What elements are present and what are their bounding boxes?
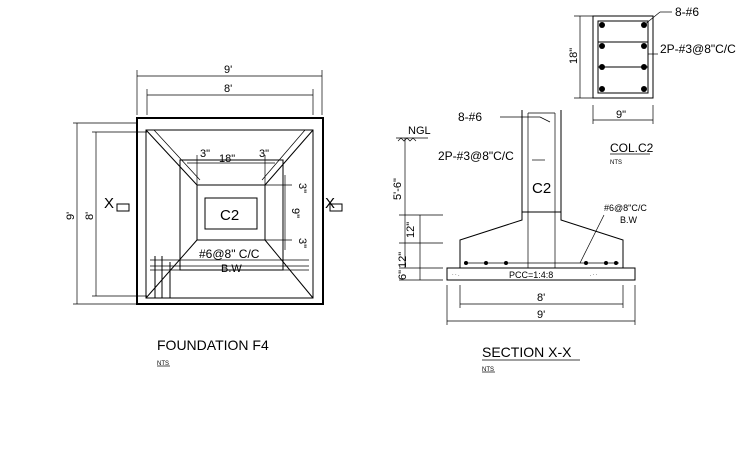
plan-dim-outer: 9' (224, 64, 232, 76)
section-pcc-label: PCC=1:4:8 (509, 270, 553, 280)
plan-dim-3a: 3" (200, 148, 210, 160)
plan-nts: NTS (157, 361, 169, 367)
column-detail: 8-#6 2P-#3@8"C/C 18" 9" COL.C2 NTS (568, 5, 736, 166)
pedestal-top (196, 184, 266, 241)
section-arrow-right (329, 203, 343, 212)
col-bars-label: 8-#6 (675, 5, 699, 19)
footing-outline (136, 117, 324, 305)
section-d12b: 12" (397, 252, 409, 268)
section-d12a: 12" (405, 222, 417, 238)
plan-title: FOUNDATION F4 (157, 337, 269, 353)
section-bars-label: 8-#6 (458, 110, 482, 124)
section-mark-left: X (104, 195, 114, 212)
column-c2 (204, 197, 258, 230)
section-d6: 6" (397, 270, 409, 280)
plan-column-label: C2 (220, 207, 239, 224)
section-bw-label: B.W (620, 215, 638, 225)
section-dim-outer: 9' (537, 309, 545, 321)
footing-step (145, 129, 314, 299)
section-column-label: C2 (532, 180, 551, 197)
section-title: SECTION X-X (482, 344, 572, 360)
plan-rebar-label: #6@8" C/C (199, 247, 260, 261)
plan-dim-3b: 3" (259, 148, 269, 160)
svg-text:. · ·: . · · (590, 272, 598, 278)
section-arrow-left (116, 203, 130, 212)
plan-bw-label: B.W (221, 263, 242, 275)
plan-dim-9: 9" (289, 208, 301, 218)
plan-dim-3d: 3" (296, 238, 308, 248)
section-dim-inner: 8' (537, 292, 545, 304)
footing-slope-right (560, 212, 624, 268)
col-dim-width: 9" (616, 109, 626, 121)
plan-dim-18: 18" (219, 153, 235, 165)
section-ties-label: 2P-#3@8"C/C (438, 149, 514, 163)
section-rebar-label: #6@8"C/C (604, 203, 647, 213)
plan-dim-inner-v: 8' (84, 212, 96, 220)
col-dim-height: 18" (568, 48, 580, 64)
plan-dim-outer-v: 9' (65, 212, 77, 220)
section-pcc (446, 267, 636, 281)
section-nts: NTS (482, 367, 494, 373)
section-depth: 5'-6" (392, 178, 404, 200)
plan-dim-inner: 8' (224, 83, 232, 95)
col-bars (599, 22, 647, 92)
col-outline (592, 15, 654, 99)
col-nts: NTS (610, 160, 622, 166)
col-title: COL.C2 (610, 141, 654, 155)
foundation-plan: 9' 8' 9' 8' C2 3" 18" 3" (65, 64, 343, 367)
section-ngl: NGL (408, 125, 431, 137)
section-x-x: NGL C2 · · . . · · PCC=1:4:8 (392, 110, 647, 373)
svg-text:· · .: · · . (452, 272, 460, 278)
col-ties-label: 2P-#3@8"C/C (660, 42, 736, 56)
plan-dim-3c: 3" (296, 183, 308, 193)
footing-slope-left (459, 212, 523, 268)
col-tie (597, 20, 649, 94)
